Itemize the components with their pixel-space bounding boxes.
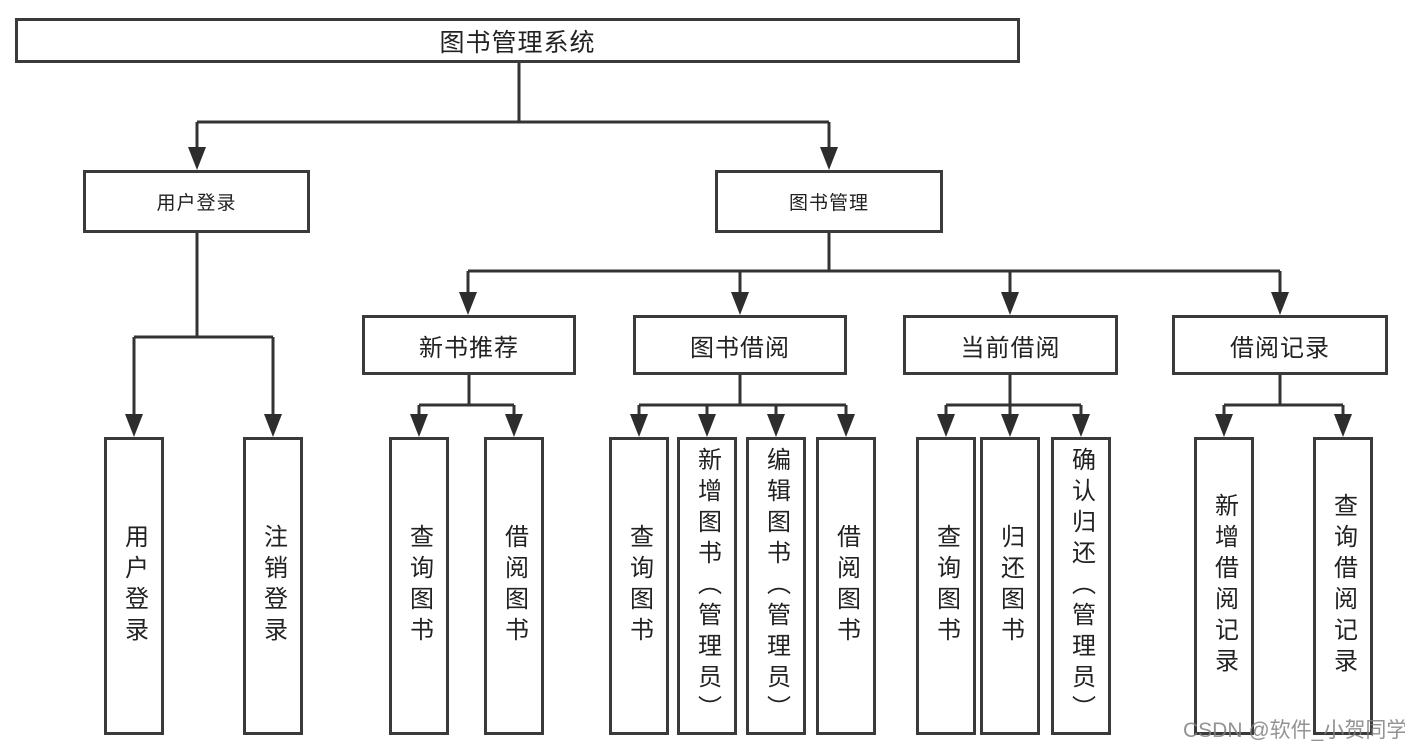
- leaf-borrow-add-books-admin: 新增图书（管理员）: [677, 437, 737, 735]
- node-label: 图书管理: [788, 193, 869, 214]
- node-label: 新书推荐: [419, 334, 519, 362]
- arrow-down-icon: [1271, 292, 1289, 315]
- node-label: 借阅图书: [500, 524, 528, 648]
- arrow-down-icon: [837, 414, 855, 437]
- node-book-borrowing: 图书借阅: [633, 315, 847, 375]
- node-label: 图书管理系统: [439, 28, 596, 57]
- node-label: 查询图书: [932, 524, 960, 648]
- arrow-down-icon: [698, 414, 716, 437]
- arrow-down-icon: [1001, 414, 1019, 437]
- node-label: 注销登录: [259, 524, 287, 648]
- connector-lines: [132, 63, 1345, 418]
- node-label: 用户登录: [120, 524, 148, 648]
- node-borrowing-records: 借阅记录: [1172, 315, 1388, 375]
- arrow-down-icon: [459, 292, 477, 315]
- leaf-records-query-record: 查询借阅记录: [1313, 437, 1373, 735]
- arrowheads: [125, 147, 1352, 437]
- leaf-current-return-books: 归还图书: [980, 437, 1040, 735]
- arrow-down-icon: [731, 292, 749, 315]
- arrow-down-icon: [1215, 414, 1233, 437]
- node-label: 图书借阅: [690, 334, 790, 362]
- csdn-watermark: CSDN @软件_小贺同学: [1183, 719, 1405, 742]
- arrow-down-icon: [410, 414, 428, 437]
- arrow-down-icon: [630, 414, 648, 437]
- leaf-borrow-query-books: 查询图书: [609, 437, 669, 735]
- leaf-borrow-edit-books-admin: 编辑图书（管理员）: [746, 437, 806, 735]
- node-label: 借阅记录: [1230, 334, 1330, 362]
- arrow-down-icon: [767, 414, 785, 437]
- node-new-book-recommend: 新书推荐: [362, 315, 576, 375]
- arrow-down-icon: [1072, 414, 1090, 437]
- node-label: 查询借阅记录: [1329, 493, 1357, 679]
- arrow-down-icon: [937, 414, 955, 437]
- node-current-borrowing: 当前借阅: [903, 315, 1118, 375]
- arrow-down-icon: [1334, 414, 1352, 437]
- arrow-down-icon: [1001, 292, 1019, 315]
- node-label: 当前借阅: [960, 334, 1061, 362]
- node-user-login: 用户登录: [83, 170, 310, 233]
- arrow-down-icon: [125, 414, 143, 437]
- leaf-current-query-books: 查询图书: [916, 437, 976, 735]
- node-book-management: 图书管理: [715, 170, 943, 233]
- node-label: 借阅图书: [832, 524, 860, 648]
- leaf-current-confirm-return-admin: 确认归还（管理员）: [1051, 437, 1111, 735]
- leaf-recommend-query-books: 查询图书: [389, 437, 449, 735]
- node-label: 新增借阅记录: [1210, 493, 1238, 679]
- leaf-records-add-record: 新增借阅记录: [1194, 437, 1254, 735]
- node-label: 编辑图书（管理员）: [762, 446, 790, 726]
- node-label: 归还图书: [996, 524, 1024, 648]
- arrow-down-icon: [264, 414, 282, 437]
- arrow-down-icon: [505, 414, 523, 437]
- leaf-recommend-borrow-books: 借阅图书: [484, 437, 544, 735]
- arrow-down-icon: [188, 147, 206, 170]
- leaf-borrow-borrow-books: 借阅图书: [816, 437, 876, 735]
- node-label: 用户登录: [156, 193, 237, 214]
- leaf-logout: 注销登录: [243, 437, 303, 735]
- node-label: 确认归还（管理员）: [1067, 446, 1095, 726]
- node-label: 新增图书（管理员）: [693, 446, 721, 726]
- leaf-user-login: 用户登录: [104, 437, 164, 735]
- node-label: 查询图书: [625, 524, 653, 648]
- node-label: 查询图书: [405, 524, 433, 648]
- node-root-system: 图书管理系统: [15, 18, 1020, 63]
- arrow-down-icon: [820, 147, 838, 170]
